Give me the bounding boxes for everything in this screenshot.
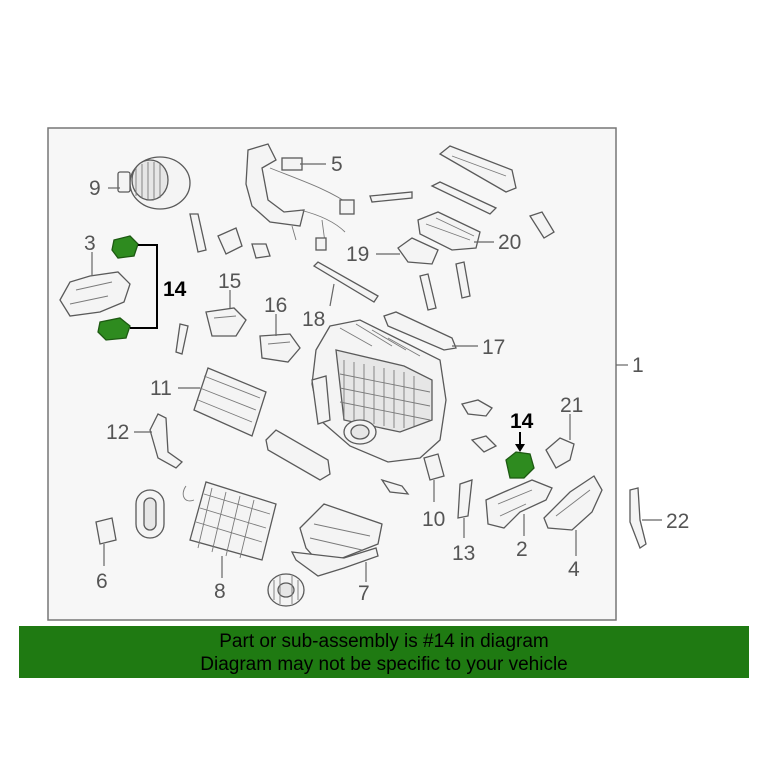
part-18-rod (312, 261, 379, 303)
part-blower-wheel (267, 573, 305, 607)
part-oval-seal (135, 489, 165, 539)
part-6-sensor (95, 517, 117, 545)
part-2-bracket (485, 479, 553, 529)
small-parts-upper-left (189, 213, 271, 259)
callout-15: 15 (218, 270, 241, 293)
callout-18-leader (329, 283, 335, 307)
callout-18: 18 (302, 308, 325, 331)
callout-1: 1 (632, 354, 644, 377)
callout-14-arrowhead (515, 444, 525, 452)
callout-4: 4 (568, 558, 580, 581)
gasket (265, 429, 331, 481)
part-16-bracket (259, 333, 301, 363)
callout-5: 5 (331, 153, 343, 176)
part-14-actuator-right (505, 451, 535, 479)
callout-22: 22 (666, 510, 689, 533)
callout-3: 3 (84, 232, 96, 255)
part-strip-a (369, 191, 413, 203)
part-17-duct (383, 311, 457, 351)
notice-line-2: Diagram may not be specific to your vehi… (200, 654, 568, 675)
small-part-a (460, 399, 493, 417)
callout-9: 9 (89, 177, 101, 200)
part-11-filter (193, 367, 267, 437)
part-top-filter (438, 145, 517, 193)
part-21-motor (545, 437, 575, 469)
callout-17: 17 (482, 336, 505, 359)
part-15-bracket (205, 307, 247, 337)
callout-20: 20 (498, 231, 521, 254)
part-20-door (417, 211, 481, 251)
callout-6: 6 (96, 570, 108, 593)
small-part-b (470, 435, 498, 453)
part-12-bracket (149, 413, 184, 469)
part-4-duct (543, 475, 603, 531)
part-strip-b (430, 181, 498, 215)
callout-13: 13 (452, 542, 475, 565)
callout-14-right: 14 (510, 410, 534, 433)
small-pipe-a (419, 273, 437, 311)
part-7-evaporator (290, 503, 383, 577)
part-13-connector (457, 479, 473, 519)
part-10-sensor (423, 453, 445, 481)
part-right-clip (529, 211, 555, 239)
part-19-bracket (397, 237, 439, 265)
small-part-c (380, 478, 410, 495)
callout-16: 16 (264, 294, 287, 317)
callout-8: 8 (214, 580, 226, 603)
callout-7: 7 (358, 582, 370, 605)
part-22-hose (629, 487, 647, 549)
callout-10: 10 (422, 508, 445, 531)
part-3-duct (59, 271, 131, 317)
hvac-housing (311, 319, 447, 463)
part-14-actuator-upper (111, 235, 139, 259)
small-pipe-b (455, 261, 471, 299)
part-8-heater-core (182, 481, 277, 561)
callout-12: 12 (106, 421, 129, 444)
callout-14-bracket-left (130, 244, 158, 329)
small-bar-left (175, 323, 189, 355)
callout-21: 21 (560, 394, 583, 417)
callout-2: 2 (516, 538, 528, 561)
part-14-actuator-lower (97, 317, 131, 341)
notice-line-1: Part or sub-assembly is #14 in diagram (219, 631, 549, 652)
callout-19: 19 (346, 243, 369, 266)
callout-11: 11 (150, 377, 172, 400)
callout-14-left: 14 (163, 278, 187, 301)
part-9-blower-motor (117, 156, 191, 210)
notice-banner: Part or sub-assembly is #14 in diagram D… (19, 626, 749, 678)
